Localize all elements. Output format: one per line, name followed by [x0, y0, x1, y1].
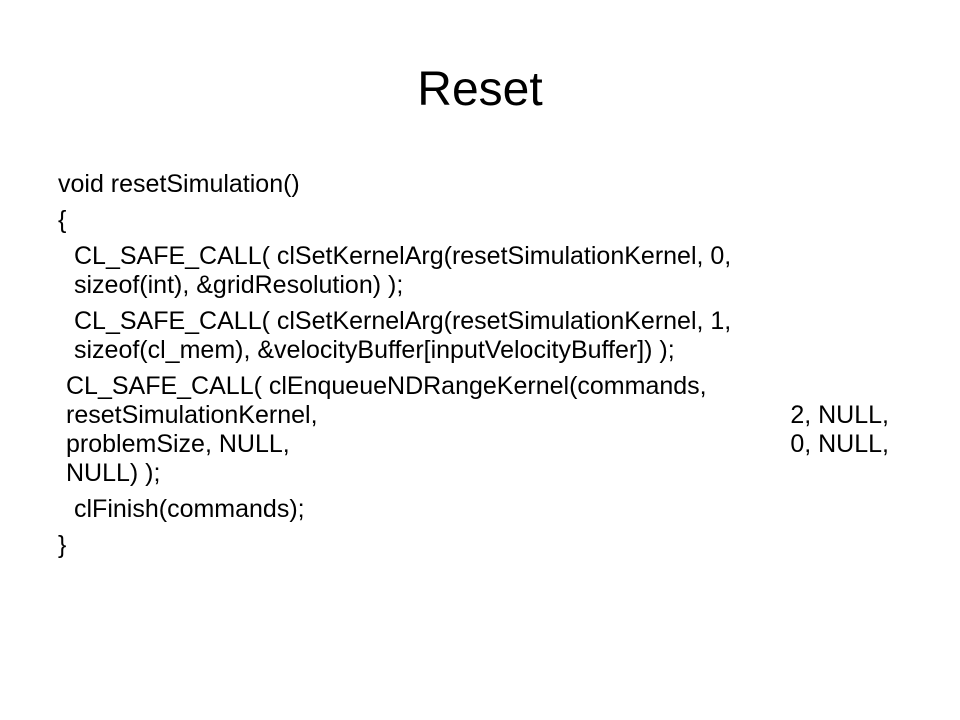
code-line: CL_SAFE_CALL( clSetKernelArg(resetSimula…	[74, 242, 732, 270]
code-statement-set-arg-0: CL_SAFE_CALL( clSetKernelArg(resetSimula…	[58, 242, 918, 300]
code-line: CL_SAFE_CALL( clSetKernelArg(resetSimula…	[74, 307, 732, 335]
code-line: sizeof(int), &gridResolution) );	[74, 271, 404, 299]
code-statement-enqueue-kernel: CL_SAFE_CALL( clEnqueueNDRangeKernel(com…	[58, 372, 918, 488]
code-line-row: problemSize, NULL, 0, NULL,	[66, 430, 889, 459]
code-text: problemSize, NULL,	[66, 430, 290, 458]
code-line-finish: clFinish(commands);	[74, 495, 305, 523]
code-line: NULL) );	[66, 459, 161, 487]
slide-title: Reset	[417, 63, 543, 116]
code-statement-set-arg-1: CL_SAFE_CALL( clSetKernelArg(resetSimula…	[58, 307, 918, 365]
code-text: 0, NULL,	[790, 430, 889, 458]
code-line-close-brace: }	[58, 531, 67, 559]
code-text: resetSimulationKernel,	[66, 401, 318, 429]
code-block: void resetSimulation() { CL_SAFE_CALL( c…	[58, 170, 918, 560]
code-line: CL_SAFE_CALL( clEnqueueNDRangeKernel(com…	[66, 372, 707, 400]
code-line-open-brace: {	[58, 206, 67, 234]
code-line: sizeof(cl_mem), &velocityBuffer[inputVel…	[74, 336, 675, 364]
code-line-signature: void resetSimulation()	[58, 170, 300, 198]
code-line-row: resetSimulationKernel, 2, NULL,	[66, 401, 889, 430]
code-text: 2, NULL,	[790, 401, 889, 429]
